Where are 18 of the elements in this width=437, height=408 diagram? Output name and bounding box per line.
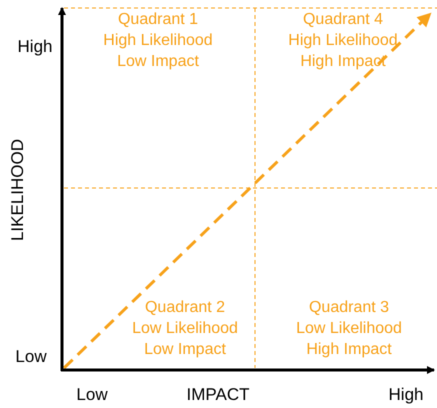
axis-label: High: [388, 385, 424, 405]
quadrant-label: Quadrant 1: [118, 10, 198, 30]
axis-label: Low: [15, 347, 47, 367]
quadrant-label: High Impact: [306, 340, 392, 360]
axis-label: Low: [76, 385, 108, 405]
quadrant-label: Quadrant 4: [302, 10, 384, 30]
quadrant-label: High Impact: [300, 52, 386, 72]
quadrant-label: Low Likelihood: [132, 319, 238, 339]
axis-label: High: [18, 37, 52, 57]
quadrant-label: Low Impact: [144, 340, 226, 360]
quadrant-label: Quadrant 3: [308, 298, 390, 318]
axis-label: IMPACT: [186, 385, 250, 405]
quadrant-label: High Likelihood: [288, 31, 398, 51]
quadrant-label: High Likelihood: [103, 31, 213, 51]
axis-title: LIKELIHOOD: [8, 138, 28, 242]
quadrant-label: Low Impact: [117, 52, 199, 72]
quadrant-label: Low Likelihood: [296, 319, 402, 339]
quadrant-label: Quadrant 2: [144, 298, 226, 318]
